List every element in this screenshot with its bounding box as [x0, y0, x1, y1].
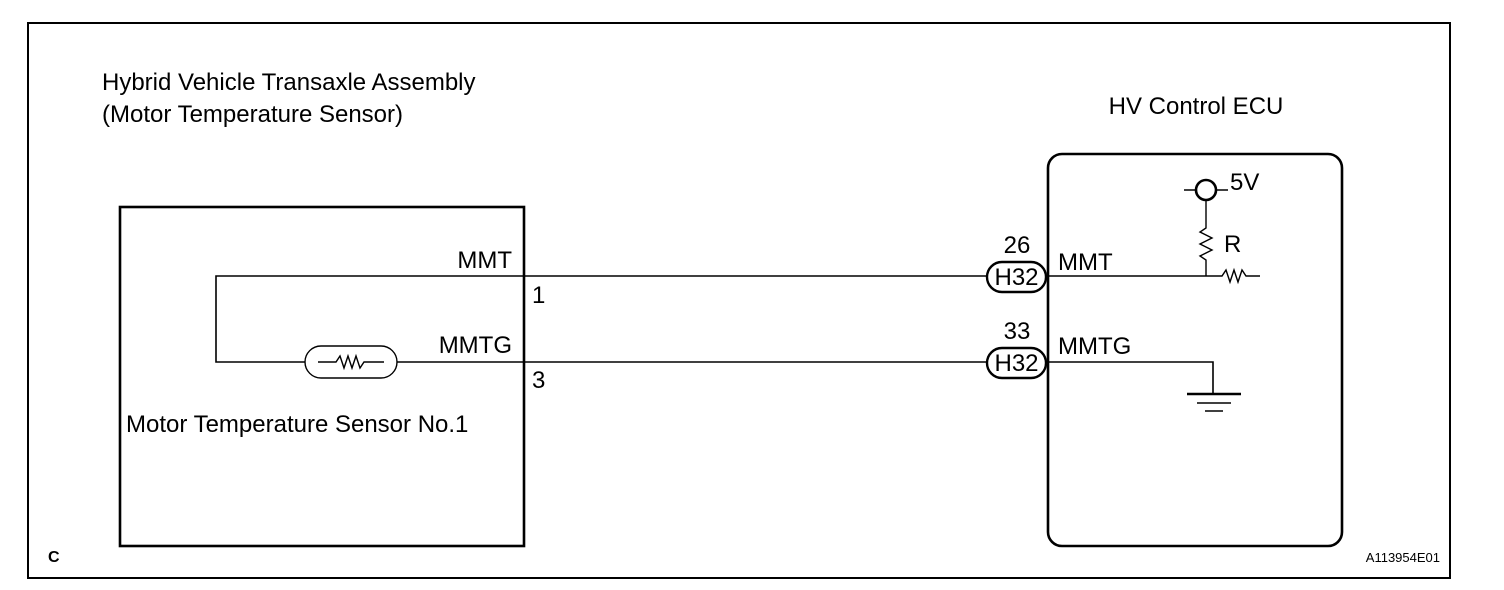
supply-terminal-icon	[1184, 178, 1228, 202]
left-pin-mmt-signal: MMT	[457, 247, 512, 274]
left-pin-mmtg-signal: MMTG	[439, 332, 512, 359]
connector-h32-pin26: H32	[985, 260, 1048, 294]
internal-resistor-icon	[1208, 267, 1260, 285]
resistor-icon	[1198, 200, 1214, 276]
thermistor-icon	[304, 345, 398, 379]
ground-icon	[1187, 392, 1241, 412]
resistor-label: R	[1224, 231, 1241, 258]
right-pin-mmtg-signal: MMTG	[1058, 333, 1131, 360]
right-component-box	[1046, 152, 1344, 548]
right-pin-mmt-signal: MMT	[1058, 249, 1113, 276]
corner-label: C	[48, 549, 60, 566]
ecu-mmtg-wire	[1046, 361, 1214, 393]
right-component-title: HV Control ECU	[1109, 93, 1284, 120]
supply-voltage-label: 5V	[1230, 169, 1259, 196]
right-pin-33-number: 33	[1004, 318, 1031, 345]
figure-id: A113954E01	[1366, 550, 1440, 565]
left-component-box	[118, 205, 526, 548]
left-pin-3-number: 3	[532, 367, 545, 394]
svg-text:H32: H32	[994, 350, 1038, 377]
right-pin-26-number: 26	[1004, 232, 1031, 259]
svg-text:H32: H32	[994, 264, 1038, 291]
left-component-subtitle: (Motor Temperature Sensor)	[102, 101, 403, 128]
connector-h32-pin33: H32	[985, 346, 1048, 380]
sensor-label: Motor Temperature Sensor No.1	[126, 411, 468, 438]
diagram-frame	[27, 22, 1451, 579]
left-pin-1-number: 1	[532, 282, 545, 309]
left-component-title: Hybrid Vehicle Transaxle Assembly	[102, 69, 476, 96]
sensor-internal-wire	[215, 275, 524, 363]
